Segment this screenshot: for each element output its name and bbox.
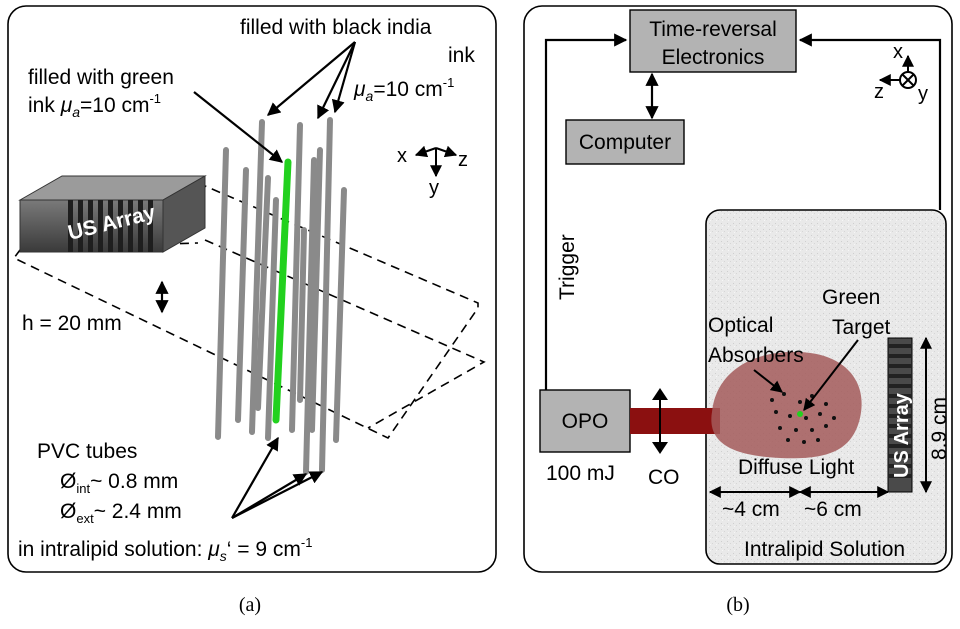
computer-label: Computer bbox=[579, 131, 671, 154]
dim-6cm-label: ~6 cm bbox=[804, 498, 862, 521]
tube bbox=[215, 147, 229, 440]
callout-arrows-a bbox=[155, 41, 357, 519]
axis-x-a: x bbox=[397, 145, 407, 167]
dim-vertical-label: 8.9 cm bbox=[928, 397, 951, 460]
axis-z-b: z bbox=[874, 81, 884, 103]
tube bbox=[333, 187, 347, 443]
inner-diameter-label: Øint~ 0.8 mm bbox=[60, 470, 178, 496]
panel-b: Time-reversal Electronics Computer Trigg… bbox=[523, 5, 953, 616]
axis-y-b: y bbox=[918, 83, 928, 105]
tube bbox=[297, 227, 307, 403]
us-array-label-b: US Array bbox=[891, 392, 913, 478]
tube bbox=[289, 122, 303, 433]
opo-box bbox=[539, 389, 631, 453]
panel-a: US Array bbox=[7, 5, 497, 616]
caption-b: (b) bbox=[726, 594, 749, 616]
co-label: CO bbox=[648, 466, 680, 489]
energy-label: 100 mJ bbox=[546, 462, 615, 485]
pvc-tubes bbox=[215, 117, 347, 475]
black-ink-label-line2: ink bbox=[448, 44, 475, 67]
electronics-box bbox=[629, 9, 797, 73]
electronics-label-2: Electronics bbox=[662, 46, 765, 69]
optical-absorbers-label-2: Absorbers bbox=[708, 344, 804, 367]
tube bbox=[235, 167, 249, 423]
axis-z-a: z bbox=[458, 149, 468, 171]
green-target-label-1: Green bbox=[822, 286, 880, 309]
tube bbox=[319, 117, 333, 473]
electronics-label-1: Time-reversal bbox=[649, 18, 777, 41]
intralipid-label-a: in intralipid solution: μs‘ = 9 cm-1 bbox=[18, 535, 312, 564]
green-target bbox=[797, 411, 803, 417]
axes-triad-b bbox=[878, 54, 917, 89]
callout-arrows-b bbox=[708, 336, 932, 498]
tube bbox=[255, 175, 271, 411]
green-ink-label-line2: ink μa=10 cm-1 bbox=[28, 91, 161, 120]
dim-4cm-label: ~4 cm bbox=[722, 498, 780, 521]
us-array-b: US Array bbox=[887, 337, 913, 493]
mu-a-black-label: μa=10 cm-1 bbox=[353, 75, 454, 104]
green-target-label-2: Target bbox=[832, 316, 891, 339]
tube bbox=[309, 147, 323, 433]
intralipid-label-b: Intralipid Solution bbox=[744, 538, 905, 561]
tissue-sample bbox=[711, 351, 862, 459]
us-array-block: US Array bbox=[18, 175, 207, 253]
tube bbox=[265, 197, 279, 441]
pvc-tubes-label: PVC tubes bbox=[37, 440, 137, 463]
axis-x-b: x bbox=[893, 41, 903, 63]
black-ink-label-line1: filled with black india bbox=[240, 16, 432, 39]
tube-green bbox=[272, 158, 292, 424]
connection-lines bbox=[544, 33, 942, 390]
lens-co bbox=[652, 388, 668, 454]
optical-absorbers bbox=[770, 392, 836, 444]
height-label: h = 20 mm bbox=[22, 312, 122, 335]
diffuse-light-label: Diffuse Light bbox=[738, 456, 855, 479]
tube bbox=[249, 119, 265, 435]
computer-box bbox=[565, 119, 685, 165]
axis-y-a: y bbox=[429, 177, 439, 199]
opo-label: OPO bbox=[562, 410, 609, 433]
axes-triad-a bbox=[414, 145, 458, 178]
green-ink-label-line1: filled with green bbox=[28, 66, 174, 89]
outer-diameter-label: Øext~ 2.4 mm bbox=[60, 500, 182, 526]
trigger-label: Trigger bbox=[556, 234, 579, 300]
tube bbox=[303, 157, 317, 475]
optical-absorbers-label-1: Optical bbox=[708, 314, 773, 337]
caption-a: (a) bbox=[239, 594, 261, 616]
laser-beam bbox=[630, 408, 720, 434]
